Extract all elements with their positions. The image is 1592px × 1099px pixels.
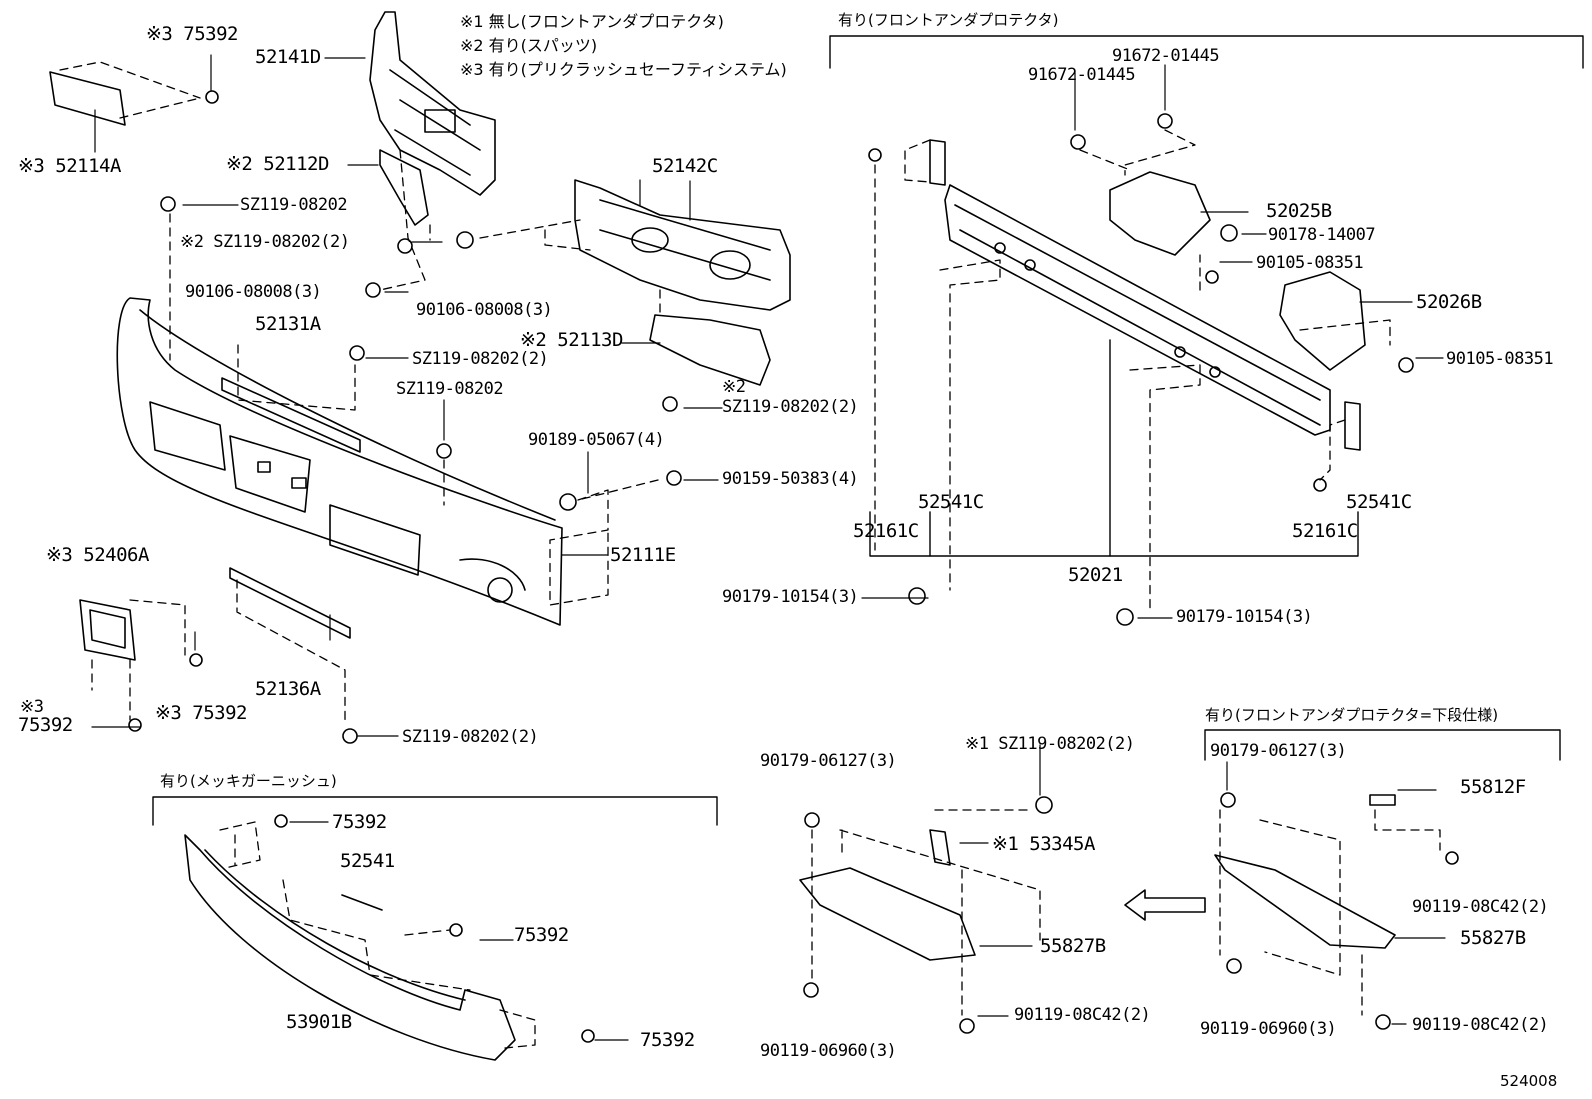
group-header-under-protector: 有り(フロントアンダプロテクタ) bbox=[838, 11, 1059, 29]
part-label: 55827B bbox=[1040, 935, 1106, 957]
part-label: 90119-08C42(2) bbox=[1412, 897, 1549, 917]
part-label: 90119-08C42(2) bbox=[1014, 1005, 1151, 1025]
part-label: 90106-08008(3) bbox=[416, 300, 553, 320]
part-label: 90106-08008(3) bbox=[185, 282, 322, 302]
part-label: 52131A bbox=[255, 313, 321, 335]
spacer-52541C-left bbox=[929, 139, 946, 186]
part-label: ※1 SZ119-08202(2) bbox=[965, 734, 1135, 754]
under-protector-left bbox=[799, 867, 976, 961]
part-label: 90105-08351 bbox=[1446, 349, 1554, 369]
group-header-lower-spec: 有り(フロントアンダプロテクタ=下段仕様) bbox=[1205, 706, 1499, 724]
part-label: ※2 52113D bbox=[520, 329, 623, 351]
part-label: 90105-08351 bbox=[1256, 253, 1364, 273]
part-label: SZ119-08202(2) bbox=[402, 727, 539, 747]
part-label: 52136A bbox=[255, 678, 321, 700]
part-label: 90179-10154(3) bbox=[1176, 607, 1313, 627]
part-label: 90159-50383(4) bbox=[722, 469, 859, 489]
part-label: ※3 52406A bbox=[46, 544, 149, 566]
part-label: 52161C bbox=[1292, 520, 1358, 542]
sensor-bracket-52114A bbox=[49, 71, 126, 126]
part-label: ※2 bbox=[722, 377, 746, 397]
garnish-53901B bbox=[184, 834, 516, 1061]
fasteners bbox=[128, 90, 1459, 1043]
note-2: ※2 有り(スパッツ) bbox=[460, 36, 598, 55]
part-label: 90189-05067(4) bbox=[528, 430, 665, 450]
dashed-lines bbox=[59, 61, 1441, 1049]
upper-bracket bbox=[369, 11, 496, 196]
part-label: 91672-01445 bbox=[1112, 46, 1220, 66]
part-label: ※3 bbox=[20, 697, 44, 717]
strip-52541 bbox=[341, 894, 383, 911]
part-label: SZ119-08202 bbox=[396, 379, 504, 399]
part-label: 75392 bbox=[332, 811, 387, 833]
part-label: ※3 75392 bbox=[146, 23, 239, 45]
leader-lines bbox=[91, 54, 1446, 1041]
part-label: ※2 52112D bbox=[226, 153, 329, 175]
part-label: ※2 SZ119-08202(2) bbox=[180, 232, 350, 252]
direction-arrow bbox=[1124, 889, 1206, 921]
spacer-52541C-right bbox=[1344, 401, 1361, 451]
figure-number: 524008 bbox=[1500, 1072, 1558, 1090]
part-label: 52142C bbox=[652, 155, 718, 177]
part-label: 53901B bbox=[286, 1011, 352, 1033]
part-label: 55812F bbox=[1460, 776, 1526, 798]
bracket-52025B bbox=[1109, 171, 1211, 256]
bracket-53345A bbox=[929, 829, 951, 866]
bumper-cover bbox=[116, 297, 563, 626]
part-label: 52161C bbox=[853, 520, 919, 542]
part-label: 90119-06960(3) bbox=[1200, 1019, 1337, 1039]
part-label: ※3 52114A bbox=[18, 155, 121, 177]
part-label: SZ119-08202(2) bbox=[412, 349, 549, 369]
part-label: 55827B bbox=[1460, 927, 1526, 949]
under-protector-right bbox=[1214, 854, 1396, 949]
part-label: ※3 75392 bbox=[155, 702, 248, 724]
part-label: 75392 bbox=[18, 714, 73, 736]
support-52142C bbox=[574, 179, 791, 311]
part-label: 90179-06127(3) bbox=[1210, 741, 1347, 761]
part-label: 75392 bbox=[514, 924, 569, 946]
part-label: 52025B bbox=[1266, 200, 1332, 222]
part-label: 52541C bbox=[1346, 491, 1412, 513]
part-label: 52026B bbox=[1416, 291, 1482, 313]
part-label: 90179-10154(3) bbox=[722, 587, 859, 607]
part-label: 90179-06127(3) bbox=[760, 751, 897, 771]
part-label: 52141D bbox=[255, 46, 321, 68]
group-header-plated-garnish: 有り(メッキガーニッシュ) bbox=[160, 772, 337, 790]
part-label: 91672-01445 bbox=[1028, 65, 1136, 85]
part-label: 90119-08C42(2) bbox=[1412, 1015, 1549, 1035]
strip-52131A bbox=[221, 377, 361, 453]
part-label: 90178-14007 bbox=[1268, 225, 1376, 245]
bracket-52026B bbox=[1279, 271, 1366, 371]
note-3: ※3 有り(プリクラッシュセーフティシステム) bbox=[460, 60, 787, 79]
part-label: 75392 bbox=[640, 1029, 695, 1051]
part-label: ※1 53345A bbox=[992, 833, 1095, 855]
bezel-52406A bbox=[79, 599, 136, 661]
part-label: 52021 bbox=[1068, 564, 1123, 586]
part-label: 52541C bbox=[918, 491, 984, 513]
bracket-52113D bbox=[649, 314, 771, 386]
part-label: 52111E bbox=[610, 544, 676, 566]
part-label: SZ119-08202(2) bbox=[722, 397, 859, 417]
strip-52136A bbox=[229, 567, 351, 639]
part-label: SZ119-08202 bbox=[240, 195, 348, 215]
part-frames bbox=[869, 339, 1359, 557]
note-1: ※1 無し(フロントアンダプロテクタ) bbox=[460, 12, 724, 31]
part-label: 52541 bbox=[340, 850, 395, 872]
bracket-55812F bbox=[1369, 794, 1396, 806]
reinforcement-52021 bbox=[944, 184, 1331, 436]
bracket-52112D bbox=[379, 149, 429, 226]
part-label: 90119-06960(3) bbox=[760, 1041, 897, 1061]
group-brackets bbox=[152, 35, 1584, 826]
